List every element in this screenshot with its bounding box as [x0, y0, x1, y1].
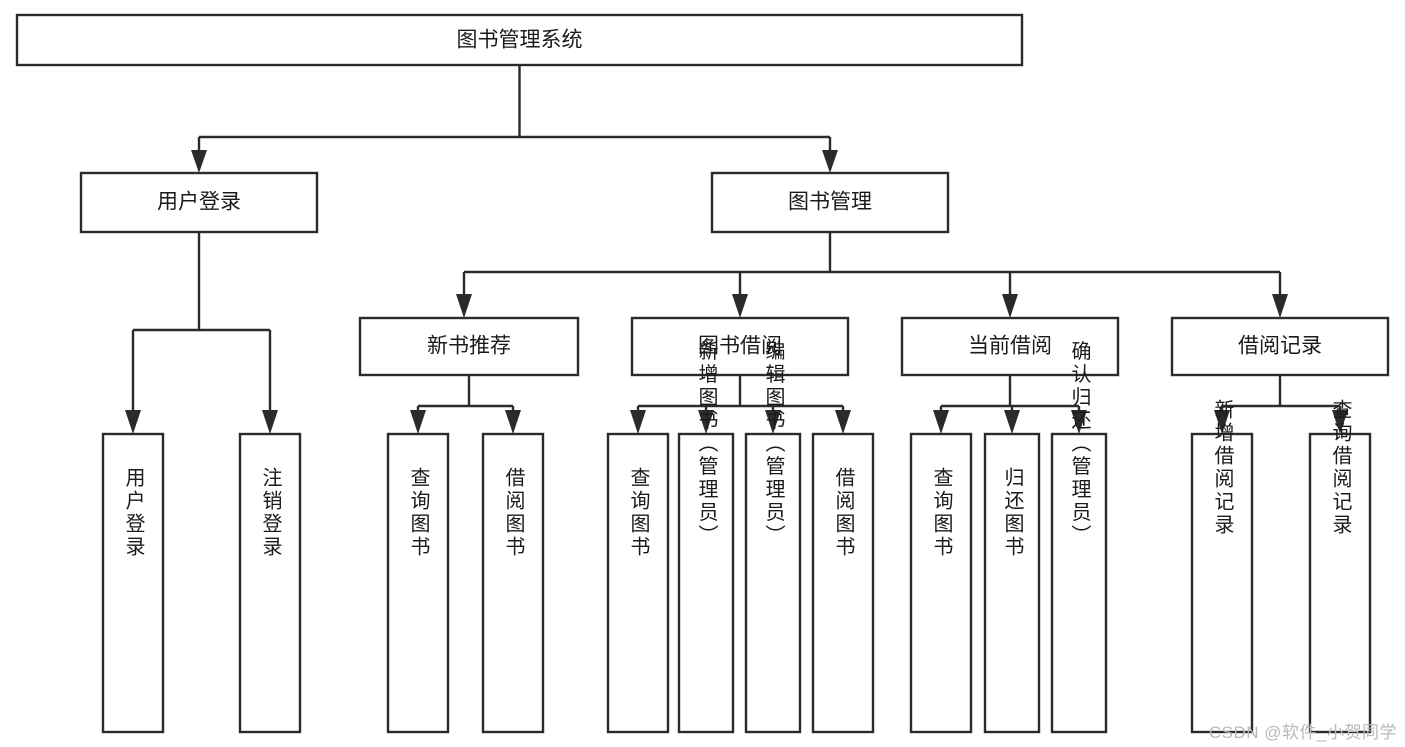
node-leaf-query-book-2[interactable]: 查询图书	[606, 432, 670, 734]
arrow-leaf-query-book-2	[630, 410, 646, 434]
node-borrow-record-label: 借阅记录	[1238, 335, 1322, 358]
node-leaf-edit-book-box[interactable]	[744, 432, 802, 734]
node-borrow-record-box[interactable]	[1170, 316, 1390, 377]
node-leaf-confirm-return-box[interactable]	[1050, 432, 1108, 734]
node-new-book-recommend-box[interactable]	[358, 316, 580, 377]
node-leaf-borrow-book-2-label: 借阅图书	[832, 467, 855, 559]
node-user-login-box[interactable]	[79, 171, 319, 234]
node-leaf-borrow-book-1[interactable]: 借阅图书	[481, 432, 545, 734]
node-leaf-confirm-return[interactable]: 确认归还（管理员）	[1050, 340, 1108, 734]
node-new-book-recommend[interactable]: 新书推荐	[358, 316, 580, 377]
node-borrow-record[interactable]: 借阅记录	[1170, 316, 1390, 377]
node-book-borrow-box[interactable]	[630, 316, 850, 377]
node-book-manage-box[interactable]	[710, 171, 950, 234]
node-leaf-query-record-label: 查询借阅记录	[1329, 399, 1352, 537]
arrow-to-user-login	[191, 150, 207, 173]
node-leaf-add-record-box[interactable]	[1190, 432, 1254, 734]
node-leaf-edit-book-label: 编辑图书（管理员）	[762, 340, 785, 547]
node-root-box[interactable]	[15, 13, 1024, 67]
node-leaf-user-login-box[interactable]	[101, 432, 165, 734]
node-leaf-borrow-book-1-box[interactable]	[481, 432, 545, 734]
csdn-watermark: CSDN @软件_小贺同学	[1208, 723, 1397, 742]
node-leaf-query-book-3-label: 查询图书	[930, 467, 953, 559]
arrow-leaf-add-record	[1214, 410, 1230, 434]
node-leaf-return-book-box[interactable]	[983, 432, 1041, 734]
arrow-leaf-return-book	[1004, 410, 1020, 434]
node-leaf-borrow-book-1-label: 借阅图书	[502, 467, 525, 559]
node-book-manage-label: 图书管理	[788, 191, 872, 214]
node-current-borrow[interactable]: 当前借阅	[900, 316, 1120, 377]
node-leaf-borrow-book-2-box[interactable]	[811, 432, 875, 734]
node-leaf-user-login[interactable]: 用户登录	[101, 432, 165, 734]
node-leaf-query-record[interactable]: 查询借阅记录	[1308, 399, 1372, 734]
node-current-borrow-box[interactable]	[900, 316, 1120, 377]
node-leaf-query-book-2-box[interactable]	[606, 432, 670, 734]
arrow-leaf-query-book-1	[410, 410, 426, 434]
node-leaf-add-record[interactable]: 新增借阅记录	[1190, 399, 1254, 734]
node-leaf-query-book-1[interactable]: 查询图书	[386, 432, 450, 734]
node-leaf-query-book-1-box[interactable]	[386, 432, 450, 734]
node-leaf-logout-label: 注销登录	[259, 467, 282, 559]
arrow-leaf-query-record	[1332, 410, 1348, 434]
arrow-leaf-logout	[262, 410, 278, 434]
node-book-manage[interactable]: 图书管理	[710, 171, 950, 234]
node-book-borrow[interactable]: 图书借阅	[630, 316, 850, 377]
arrow-leaf-borrow-book-2	[835, 410, 851, 434]
connector-layer	[125, 65, 1348, 434]
node-leaf-add-book-box[interactable]	[677, 432, 735, 734]
arrow-leaf-add-book	[698, 410, 714, 434]
node-new-book-recommend-label: 新书推荐	[427, 335, 511, 358]
node-leaf-add-record-label: 新增借阅记录	[1211, 399, 1234, 537]
node-leaf-logout-box[interactable]	[238, 432, 302, 734]
arrow-leaf-borrow-book-1	[505, 410, 521, 434]
node-leaf-query-book-1-label: 查询图书	[407, 467, 430, 559]
node-leaf-return-book-label: 归还图书	[1001, 467, 1024, 559]
arrow-to-borrow-record	[1272, 294, 1288, 318]
node-leaf-logout[interactable]: 注销登录	[238, 432, 302, 734]
node-leaf-borrow-book-2[interactable]: 借阅图书	[811, 432, 875, 734]
node-leaf-edit-book[interactable]: 编辑图书（管理员）	[744, 340, 802, 734]
node-leaf-add-book-label: 新增图书（管理员）	[695, 340, 718, 547]
node-user-login[interactable]: 用户登录	[79, 171, 319, 234]
node-leaf-user-login-label: 用户登录	[122, 467, 145, 559]
node-book-borrow-label: 图书借阅	[698, 335, 782, 358]
node-leaf-query-record-box[interactable]	[1308, 432, 1372, 734]
arrow-leaf-user-login	[125, 410, 141, 434]
node-root-label: 图书管理系统	[457, 29, 583, 52]
node-user-login-label: 用户登录	[157, 191, 241, 214]
node-root[interactable]: 图书管理系统	[15, 13, 1024, 67]
arrow-leaf-query-book-3	[933, 410, 949, 434]
arrow-leaf-confirm-return	[1071, 410, 1087, 434]
node-leaf-add-book[interactable]: 新增图书（管理员）	[677, 340, 735, 734]
arrow-to-book-manage	[822, 150, 838, 173]
arrow-to-new-book-recommend	[456, 294, 472, 318]
arrow-to-current-borrow	[1002, 294, 1018, 318]
node-leaf-confirm-return-label: 确认归还（管理员）	[1068, 340, 1091, 547]
node-current-borrow-label: 当前借阅	[968, 335, 1052, 358]
node-leaf-query-book-3[interactable]: 查询图书	[909, 432, 973, 734]
node-leaf-query-book-2-label: 查询图书	[627, 467, 650, 559]
node-leaf-return-book[interactable]: 归还图书	[983, 432, 1041, 734]
node-leaf-query-book-3-box[interactable]	[909, 432, 973, 734]
arrow-leaf-edit-book	[765, 410, 781, 434]
arrow-to-book-borrow	[732, 294, 748, 318]
